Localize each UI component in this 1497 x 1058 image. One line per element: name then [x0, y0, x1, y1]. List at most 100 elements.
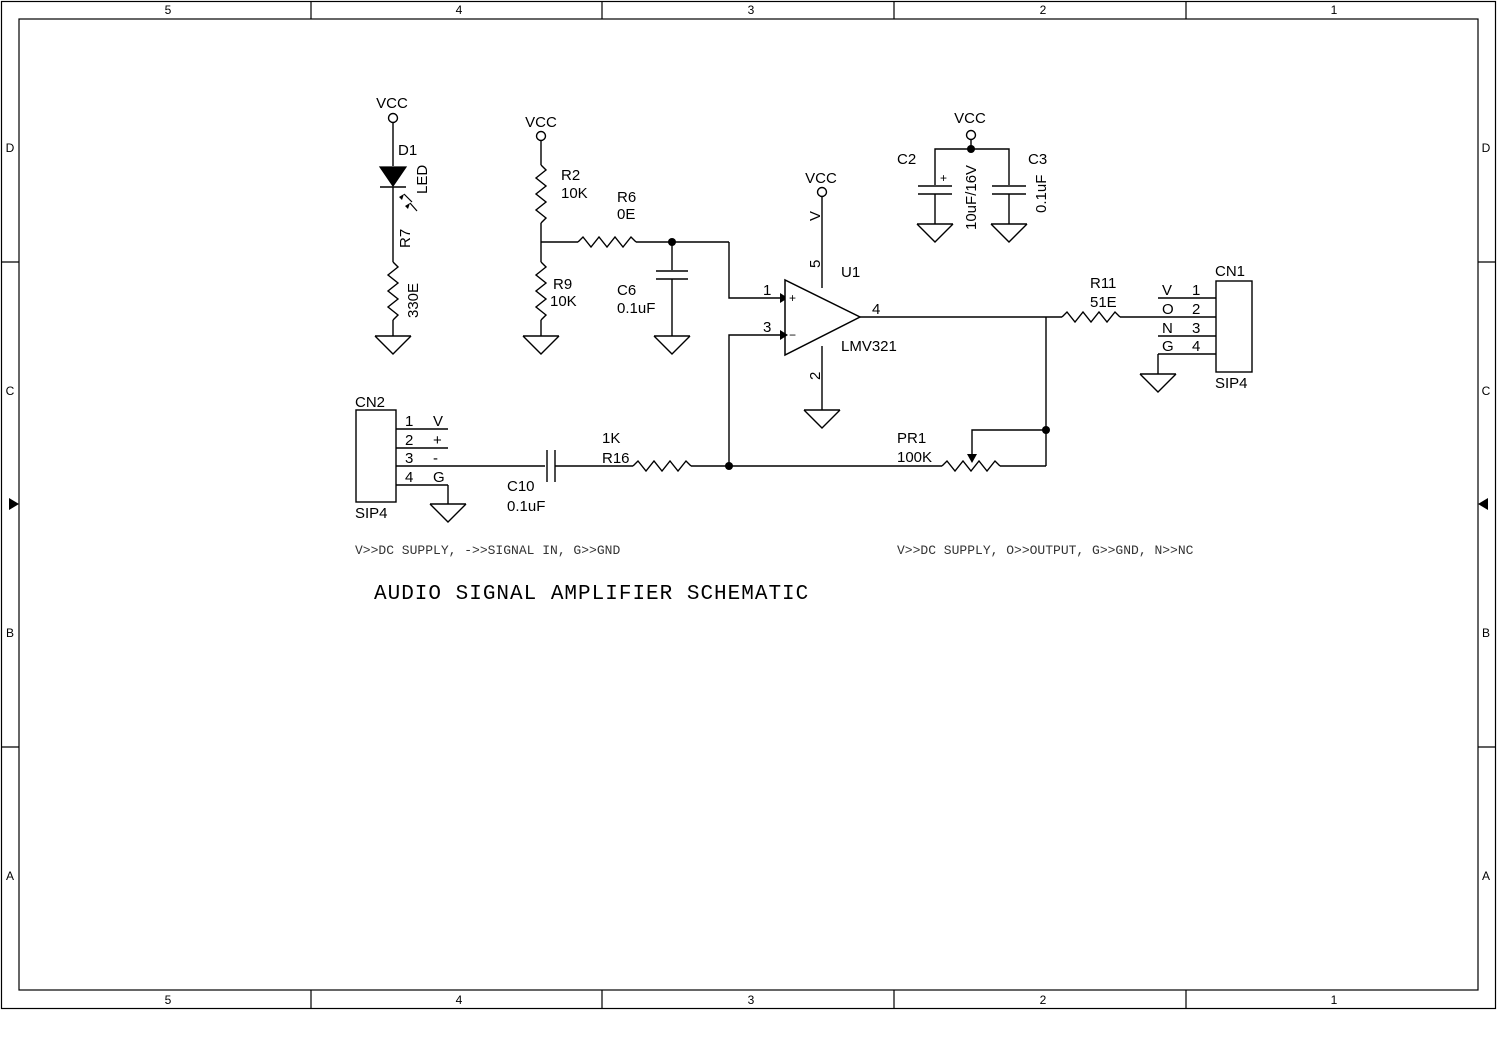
opamp-minus-sign: −: [789, 328, 796, 342]
column-label-bottom: 4: [456, 993, 463, 1007]
c10-value: 0.1uF: [507, 498, 545, 515]
r11-ref: R11: [1090, 275, 1116, 292]
schematic-title: AUDIO SIGNAL AMPLIFIER SCHEMATIC: [374, 583, 809, 606]
r11-value: 51E: [1090, 294, 1117, 311]
r6-ref: R6: [617, 189, 636, 206]
connector-cn2: CN2 SIP4 1 2 3 4 V + - G: [355, 394, 467, 523]
c6-value: 0.1uF: [617, 300, 655, 317]
center-arrow-right: [1478, 498, 1488, 510]
r2-ref: R2: [561, 167, 580, 184]
feedback-network: PR1 100K: [725, 429, 1046, 473]
potentiometer-pr1-symbol: [941, 459, 1001, 473]
ground-symbol: [990, 223, 1028, 243]
decoupling-capacitors: VCC + C2 10uF/16V C3 0.1uF: [897, 110, 1050, 243]
row-label-left: C: [6, 384, 15, 398]
capacitor-c3-symbol: [992, 185, 1026, 195]
resistor-r6-symbol: [577, 235, 637, 249]
c3-value: 0.1uF: [1033, 175, 1050, 213]
capacitor-c10-symbol: [546, 450, 556, 482]
row-label-left: B: [6, 626, 14, 640]
inner-border: [18, 18, 1479, 991]
cn2-pin-signal: +: [433, 432, 442, 449]
u1-pin-vcc: 5: [807, 260, 824, 268]
vcc-terminal: [965, 129, 977, 141]
cn1-pin-signal: G: [1162, 338, 1174, 355]
outer-border: [0, 0, 1497, 1010]
capacitor-c6-symbol: [656, 270, 688, 280]
ground-symbol: [653, 335, 691, 355]
column-label-bottom: 2: [1040, 993, 1047, 1007]
cn1-pin-number: 2: [1192, 301, 1200, 318]
input-connector-note: V>>DC SUPPLY, ->>SIGNAL IN, G>>GND: [355, 543, 620, 558]
led-indicator-circuit: VCC D1 LED R7 330E: [374, 95, 431, 355]
input-stage: C10 0.1uF 1K R16: [448, 430, 729, 515]
cn1-pin-number: 1: [1192, 282, 1200, 299]
vcc-label: VCC: [954, 110, 986, 127]
row-label-right: B: [1482, 626, 1490, 640]
c6-ref: C6: [617, 282, 636, 299]
pr1-value: 100K: [897, 449, 932, 466]
c2-ref: C2: [897, 151, 916, 168]
pr1-ref: PR1: [897, 430, 926, 447]
column-label-top: 2: [1040, 3, 1047, 17]
d1-ref: D1: [398, 142, 417, 159]
resistor-r16-symbol: [632, 459, 692, 473]
vcc-label: VCC: [525, 114, 557, 131]
output-stage: R11 51E: [860, 275, 1216, 466]
column-label-top: 5: [165, 3, 172, 17]
c2-polarity: +: [940, 171, 947, 185]
opamp-supply-pin-name: V: [807, 211, 824, 221]
cn2-pin-signal: V: [433, 413, 443, 430]
column-dividers: [1, 1, 1496, 1009]
u1-pin-out: 4: [872, 301, 880, 318]
u1-ref: U1: [841, 264, 860, 281]
ground-symbol: [374, 335, 412, 355]
vcc-label: VCC: [805, 170, 837, 187]
column-label-top: 3: [748, 3, 755, 17]
resistor-r9-symbol: [534, 261, 548, 321]
bias-network: VCC R2 10K R9 10K R6 0E C6 0.1uF: [522, 114, 788, 355]
r9-ref: R9: [553, 276, 572, 293]
d1-value: LED: [414, 165, 431, 194]
r2-value: 10K: [561, 185, 588, 202]
cn2-body: [355, 409, 397, 503]
ground-symbol: [1139, 373, 1177, 393]
ground-symbol: [916, 223, 954, 243]
cn2-pin-number: 2: [405, 432, 413, 449]
vcc-terminal: [816, 186, 828, 198]
row-label-left: D: [6, 141, 15, 155]
opamp-u1: VCC V 5 + − 1 3 4 U1 LMV321 2: [728, 170, 897, 466]
row-label-left: A: [6, 869, 14, 883]
cn1-pin-number: 4: [1192, 338, 1200, 355]
cn2-type: SIP4: [355, 505, 388, 522]
r7-ref: R7: [397, 229, 414, 248]
vcc-terminal: [387, 112, 399, 124]
r16-ref: R16: [602, 450, 630, 467]
c3-ref: C3: [1028, 151, 1047, 168]
vcc-terminal: [535, 130, 547, 142]
r6-value: 0E: [617, 206, 635, 223]
row-label-right: C: [1482, 384, 1491, 398]
drawing-frame: 5 4 3 2 1 5 4 3 2 1 D C B A D C B A: [0, 0, 1497, 1010]
resistor-r2-symbol: [534, 164, 548, 224]
cn1-pin-signal: N: [1162, 320, 1173, 337]
r16-value: 1K: [602, 430, 620, 447]
u1-pin-gnd: 2: [807, 372, 824, 380]
center-arrow-left: [9, 498, 19, 510]
column-label-bottom: 1: [1331, 993, 1338, 1007]
cn2-pin-number: 3: [405, 450, 413, 467]
resistor-r7-symbol: [386, 261, 400, 321]
led-d1-symbol: [378, 166, 418, 212]
u1-pin-in-minus: 3: [763, 319, 771, 336]
ground-symbol: [429, 503, 467, 523]
cn2-pin-signal: G: [433, 469, 445, 486]
row-label-right: D: [1482, 141, 1491, 155]
cn2-pin-number: 1: [405, 413, 413, 430]
column-label-top: 1: [1331, 3, 1338, 17]
column-label-bottom: 5: [165, 993, 172, 1007]
cn2-pin-signal: -: [433, 450, 438, 467]
column-label-bottom: 3: [748, 993, 755, 1007]
r7-value: 330E: [405, 283, 422, 318]
cn1-pin-signal: V: [1162, 282, 1172, 299]
